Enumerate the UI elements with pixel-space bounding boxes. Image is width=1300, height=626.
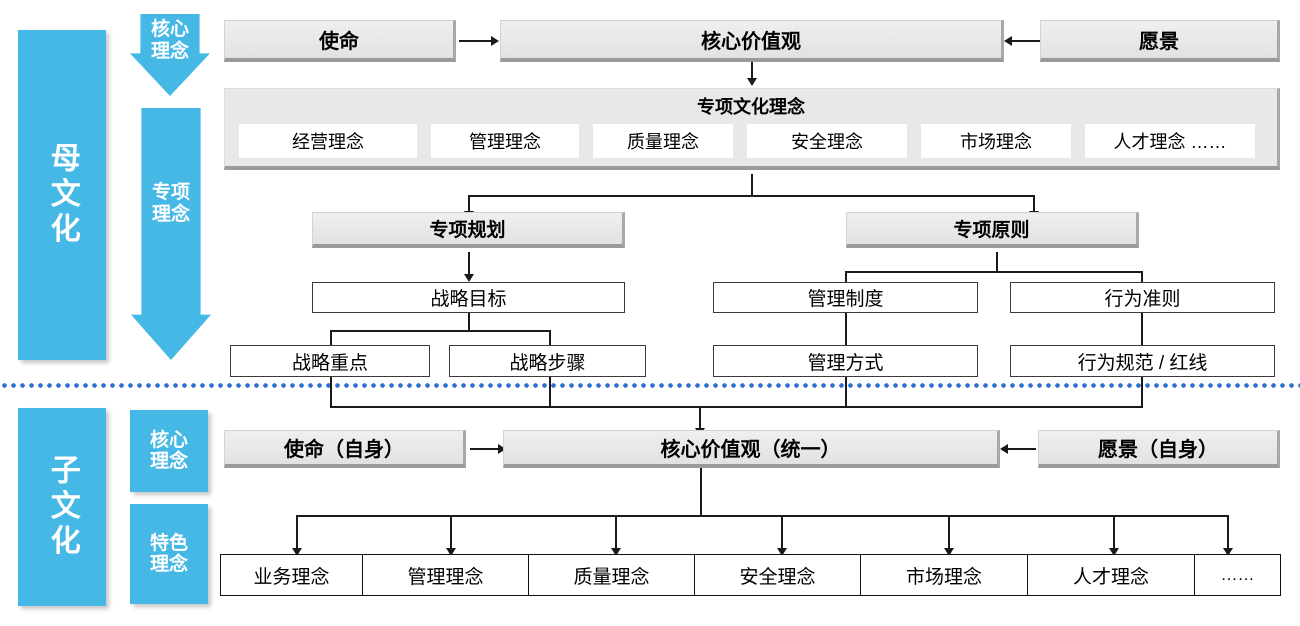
special-plan-to-goal-line [468,252,470,276]
split-to-left-branch-line [468,195,470,213]
focus-down-to-merge [330,377,332,407]
parent-band-core-concept-text: 核心 理念 [150,19,189,62]
parent-mission-box[interactable]: 使命 [224,20,456,62]
special-culture-item[interactable]: 市场理念 [921,124,1071,158]
child-core-fanout-bar [296,515,1227,517]
child-band-feature-line1: 特色 [149,532,188,554]
fanout-drop-5 [948,515,950,550]
principle-to-code-line [1141,271,1143,289]
fanout-arrow-6 [1109,548,1119,556]
child-vision-to-core-arrowhead [1000,444,1008,454]
fanout-arrow-4 [777,548,787,556]
parent-band-special-concept-text: 专项 理念 [151,182,190,225]
steps-down-to-merge [549,377,551,407]
child-items-strip: 业务理念 管理理念 质量理念 安全理念 市场理念 人才理念 …… [220,554,1281,596]
child-item-box-ellipsis[interactable]: …… [1195,555,1280,595]
child-vision-box[interactable]: 愿景（自身） [1038,430,1280,468]
method-down-to-merge [845,377,847,407]
fanout-arrow-7 [1223,548,1233,556]
fanout-arrow-3 [611,548,621,556]
split-to-right-branch-line [1033,195,1035,213]
special-culture-item[interactable]: 质量理念 [593,124,733,158]
special-culture-items-row: 经营理念 管理理念 质量理念 安全理念 市场理念 人才理念 …… [225,119,1277,158]
child-culture-side-label: 子文化 [18,408,106,606]
strategy-goal-stem [468,313,470,331]
fanout-drop-7 [1227,515,1229,550]
special-culture-panel: 专项文化理念 经营理念 管理理念 质量理念 安全理念 市场理念 人才理念 …… [224,88,1280,170]
strategy-goal-split-bar [330,330,550,332]
fanout-drop-3 [615,515,617,550]
code-to-norm-line [1141,313,1143,346]
fanout-arrow-5 [944,548,954,556]
merge-to-child-core-line [699,406,701,430]
strategy-steps-box[interactable]: 战略步骤 [449,345,646,377]
strategy-goal-to-steps-line [549,330,551,346]
fanout-arrow-1 [292,548,302,556]
special-culture-split-stem [751,174,753,196]
culture-divider [0,383,1300,388]
child-band-core-line1: 核心 [149,429,188,451]
core-values-to-special-culture-line [751,62,753,80]
child-mission-to-core-line [470,448,500,450]
child-mission-box[interactable]: 使命（自身） [224,430,466,468]
child-item-box[interactable]: 人才理念 [1028,555,1195,595]
child-band-feature-line2: 理念 [149,554,188,575]
strategy-goal-to-focus-line [330,330,332,346]
special-culture-item[interactable]: 人才理念 …… [1085,124,1255,158]
child-item-box[interactable]: 管理理念 [363,555,529,595]
parent-band-special-concept: 专项 理念 [131,108,211,360]
strategy-goal-box[interactable]: 战略目标 [312,282,625,313]
child-vision-to-core-line [1006,448,1036,450]
special-plan-to-goal-arrowhead [464,274,474,282]
parent-core-values-box[interactable]: 核心价值观 [500,20,1004,62]
special-culture-split-bar [468,195,1034,197]
child-core-fanout-stem [700,468,702,516]
core-values-to-special-culture-arrowhead [747,78,757,86]
fanout-drop-6 [1113,515,1115,550]
child-item-box[interactable]: 质量理念 [529,555,695,595]
mgmt-system-to-method-line [845,313,847,346]
special-principle-box[interactable]: 专项原则 [846,212,1139,248]
child-item-box[interactable]: 市场理念 [861,555,1028,595]
child-band-core-concept: 核心 理念 [130,410,208,492]
principle-to-mgmt-system-line [845,271,847,289]
fanout-drop-1 [296,515,298,550]
special-culture-item[interactable]: 经营理念 [239,124,417,158]
parent-vision-to-core-arrowhead [1004,36,1012,46]
norm-down-to-merge [1141,377,1143,407]
behavior-norm-box[interactable]: 行为规范 / 红线 [1010,345,1275,377]
fanout-drop-2 [450,515,452,550]
behavior-code-box[interactable]: 行为准则 [1010,282,1275,313]
special-principle-stem [996,252,998,272]
parent-mission-to-core-arrowhead [491,36,499,46]
parent-mission-to-core-line [459,40,493,42]
special-culture-item[interactable]: 安全理念 [747,124,907,158]
special-culture-item[interactable]: 管理理念 [431,124,579,158]
child-item-box[interactable]: 业务理念 [221,555,363,595]
strategy-focus-box[interactable]: 战略重点 [230,345,430,377]
parent-vision-box[interactable]: 愿景 [1040,20,1280,62]
parent-culture-side-label: 母文化 [18,30,106,360]
management-system-box[interactable]: 管理制度 [713,282,978,313]
child-band-core-line2: 理念 [149,451,188,472]
parent-band-core-concept: 核心 理念 [130,14,210,96]
child-band-feature-concept: 特色 理念 [130,504,208,604]
child-item-box[interactable]: 安全理念 [695,555,861,595]
management-method-box[interactable]: 管理方式 [713,345,978,377]
special-principle-split-bar [845,271,1143,273]
special-culture-title: 专项文化理念 [697,97,805,117]
child-core-values-box[interactable]: 核心价值观（统一） [503,430,1000,468]
parent-vision-to-core-line [1010,40,1044,42]
fanout-drop-4 [781,515,783,550]
child-mission-to-core-arrowhead [498,444,506,454]
merge-bar-to-child-core [330,406,1143,408]
fanout-arrow-2 [446,548,456,556]
special-plan-box[interactable]: 专项规划 [312,212,625,248]
